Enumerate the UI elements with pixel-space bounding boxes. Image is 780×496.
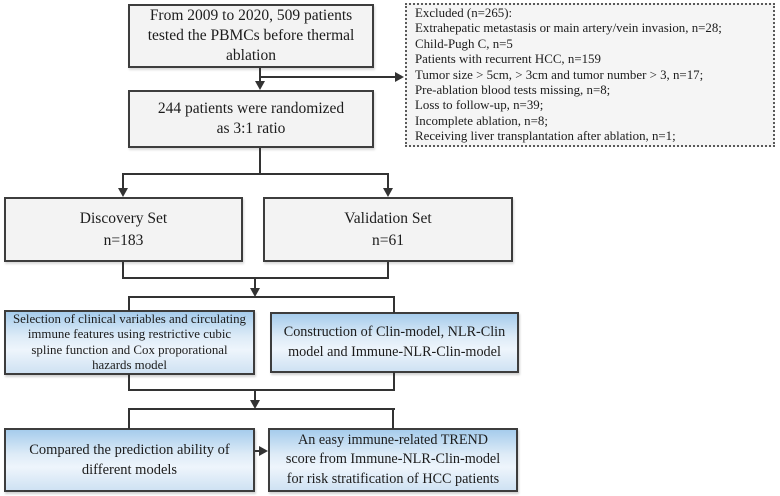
connector-randomized-split-bar	[123, 173, 389, 175]
text-line: different models	[81, 462, 178, 478]
text-line: model and Immune-NLR-Clin-model	[288, 343, 501, 360]
text-line: Extrahepatic metastasis or main artery/v…	[415, 21, 722, 36]
arrowhead-down-randomized	[255, 81, 265, 90]
text-line: Construction of Clin-model, NLR-Clin	[283, 324, 506, 340]
text-line: spline function and Cox proporational	[31, 342, 228, 357]
text-line: Validation Set	[344, 209, 432, 227]
text-line: An easy immune-related TREND	[297, 432, 489, 449]
connector-merge-stem-1	[254, 277, 256, 289]
node-feature-selection: Selection of clinical variables and circ…	[4, 310, 255, 375]
node-randomized: 244 patients were randomized as 3:1 rati…	[128, 90, 374, 148]
connector-validation-down	[387, 262, 389, 279]
connector-enrollment-randomized-line	[259, 68, 261, 82]
connector-comparison-trend-line	[255, 450, 261, 452]
text-line: From 2009 to 2020, 509 patients	[149, 7, 353, 24]
text-line: as 3:1 ratio	[216, 120, 286, 137]
connector-randomized-stem	[259, 148, 261, 174]
text-line: score from Immune-NLR-Clin-model	[285, 451, 501, 468]
connector-drop-selection	[128, 296, 130, 311]
text-line: Patients with recurrent HCC, n=159	[415, 52, 601, 67]
text-line: hazards model	[92, 357, 167, 372]
connector-construction-down	[393, 372, 395, 391]
text-line: n=183	[103, 231, 144, 249]
text-line: 244 patients were randomized	[157, 100, 345, 117]
node-validation-set: Validation Set n=61	[263, 197, 513, 262]
connector-drop-trend	[392, 408, 394, 429]
text-line: Discovery Set	[79, 209, 168, 227]
arrowhead-down-discovery	[118, 188, 128, 197]
connector-merge-bar-2	[128, 389, 395, 391]
text-line: Child-Pugh C, n=5	[415, 36, 513, 51]
text-line: tested the PBMCs before thermal	[147, 27, 355, 44]
node-trend-score: An easy immune-related TREND score from …	[268, 428, 518, 492]
text-line: Receiving liver transplantation after ab…	[415, 129, 676, 144]
text-line: Excluded (n=265):	[415, 6, 513, 20]
arrowhead-down-validation	[383, 188, 393, 197]
text-line: ablation	[226, 47, 276, 64]
connector-drop-validation	[387, 173, 389, 189]
text-line: for risk stratification of HCC patients	[286, 470, 500, 487]
node-enrollment: From 2009 to 2020, 509 patients tested t…	[128, 4, 374, 68]
connector-drop-comparison	[128, 408, 130, 429]
text-line: Loss to follow-up, n=39;	[415, 98, 544, 113]
node-model-construction: Construction of Clin-model, NLR-Clin mod…	[270, 312, 519, 373]
text-line: Incomplete ablation, n=8;	[415, 113, 548, 128]
connector-split-bar-2	[128, 408, 395, 410]
text-line: immune features using restrictive cubic	[27, 327, 232, 342]
connector-drop-construction	[393, 296, 395, 313]
text-line: Pre-ablation blood tests missing, n=8;	[415, 83, 611, 98]
connector-drop-discovery	[122, 173, 124, 189]
text-line: Compared the prediction ability of	[29, 442, 230, 458]
text-line: Selection of clinical variables and circ…	[12, 312, 246, 327]
connector-split-bar-1	[128, 296, 395, 298]
arrowhead-right-trend	[259, 446, 268, 456]
connector-merge-stem-2	[254, 389, 256, 401]
text-line: n=61	[372, 231, 404, 249]
text-line: Tumor size > 5cm, > 3cm and tumor number…	[415, 67, 704, 82]
connector-discovery-down	[122, 262, 124, 279]
arrowhead-down-row5	[250, 400, 260, 409]
node-excluded: Excluded (n=265): Extrahepatic metastasi…	[405, 3, 775, 147]
arrowhead-down-row4	[250, 288, 260, 297]
arrowhead-right-excluded	[395, 72, 404, 82]
node-discovery-set: Discovery Set n=183	[4, 197, 243, 262]
node-model-comparison: Compared the prediction ability of diffe…	[4, 428, 255, 492]
connector-enrollment-excluded-line	[260, 76, 396, 78]
connector-selection-down	[128, 374, 130, 391]
